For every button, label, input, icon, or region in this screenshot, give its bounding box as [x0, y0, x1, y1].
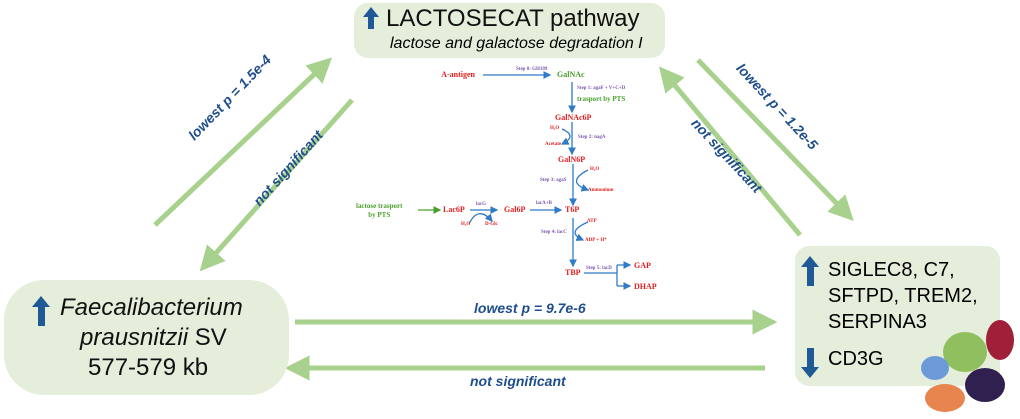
metabolite-galnac6p: GalNAc6P: [555, 113, 592, 122]
microbe-species: prausnitzii SV: [80, 324, 227, 352]
up-arrow-shaft: [807, 266, 814, 286]
downregulated-gene: CD3G: [828, 348, 884, 370]
ammonium: Ammonium: [588, 188, 614, 193]
sv-region: 577-579 kb: [88, 354, 209, 381]
d-glc: D-Glc: [485, 222, 498, 227]
edge-label-bottom-right: lowest p = 9.7e-6: [474, 300, 586, 316]
gene-line: SERPINA3: [828, 311, 927, 333]
metabolite-galnac: GalNAc: [557, 70, 585, 79]
up-arrow-shaft: [368, 16, 374, 29]
acetate: Acetate: [545, 142, 562, 147]
pathway-title: LACTOSECAT pathway: [386, 5, 640, 32]
arrow-right-to-top: [658, 66, 802, 237]
enzyme-step3: Step 3: agaS: [540, 178, 567, 183]
transport-pts: trasport by PTS: [577, 95, 626, 103]
gene-line: SFTPD, TREM2,: [828, 285, 978, 307]
microbe-name: Faecalibacterium: [60, 294, 243, 321]
metabolite-dhap: DHAP: [634, 282, 657, 291]
metabolite-galn6p: GalN6P: [558, 155, 586, 164]
species-name: prausnitzii: [80, 324, 189, 351]
microbe-box: [4, 280, 289, 395]
enzyme-step4: Step 4: lacC: [541, 230, 567, 235]
enzyme-step0: Step 0: GH109: [516, 67, 548, 72]
down-arrow-shaft: [807, 348, 814, 368]
upregulated-genes: SIGLEC8, C7, SFTPD, TREM2, SERPINA3: [828, 257, 978, 335]
up-arrow-icon: [801, 256, 819, 267]
metabolite-gap: GAP: [634, 261, 651, 270]
enzyme-step1: Step 1: agaF + V+C+D: [577, 86, 626, 91]
metabolite-gal6p: Gal6P: [504, 205, 526, 214]
pathway-subtitle: lactose and galactose degradation I: [390, 35, 643, 52]
metabolite-t6p: T6P: [565, 205, 580, 214]
up-arrow-icon: [32, 296, 50, 307]
lactose-transport-line: by PTS: [368, 211, 391, 219]
h2o: H₂O: [550, 126, 560, 131]
metabolite-a-antigen: A-antigen: [441, 70, 475, 79]
pathway-arrows: [468, 71, 632, 290]
lactose-transport-line: lactose trasport: [356, 202, 403, 210]
down-arrow-icon: [801, 367, 819, 378]
metabolite-tbp: TBP: [565, 268, 581, 277]
up-arrow-icon: [363, 7, 379, 17]
enzyme-step5: Step 5: lacD: [586, 266, 612, 271]
sv-label: SV: [188, 324, 227, 351]
pathway-box: [354, 3, 665, 58]
adp: ADP + H⁺: [585, 238, 607, 243]
metabolite-lac6p: Lac6P: [443, 205, 465, 214]
h2o: H₂O: [461, 222, 471, 227]
h2o: H₂O: [590, 167, 600, 172]
arrow-top-to-left: [199, 98, 354, 272]
enzyme-step2: Step 2: nagA: [578, 135, 606, 140]
edge-label-bottom-left: not significant: [470, 373, 566, 389]
enzyme-lacg: lacG: [476, 202, 486, 207]
enzyme-lacab: lacA+B: [536, 201, 552, 206]
arrow-top-to-right: [696, 58, 854, 221]
atp: ATP: [587, 219, 597, 224]
arrow-left-to-top: [153, 57, 333, 227]
gene-line: SIGLEC8, C7,: [828, 259, 955, 281]
up-arrow-shaft: [38, 306, 45, 326]
